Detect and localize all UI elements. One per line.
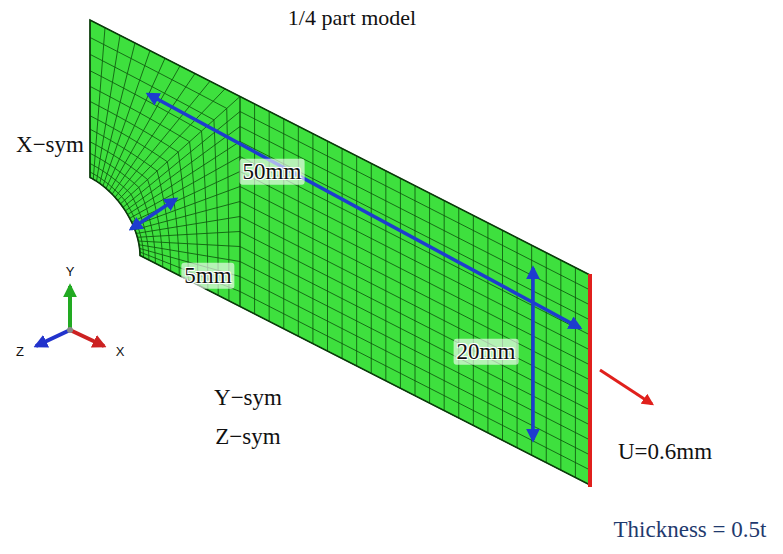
- symmetry-label: Y−sym: [214, 385, 282, 411]
- dimension-arrow: [131, 199, 176, 229]
- symmetry-label: Z−sym: [215, 424, 280, 450]
- dimension-arrow: [148, 94, 580, 328]
- load-label: U=0.6mm: [618, 439, 712, 465]
- load-edge: [588, 274, 592, 487]
- dimension-label: 50mm: [240, 159, 305, 185]
- displacement-arrow: [600, 370, 652, 404]
- axis-label: Y: [66, 265, 75, 280]
- axis-label: Z: [16, 345, 24, 360]
- axis-triad: [36, 286, 104, 346]
- mesh-plate: [90, 20, 590, 485]
- figure-title: 1/4 part model: [288, 5, 416, 30]
- symmetry-label: X−sym: [16, 132, 84, 158]
- dimension-label: 20mm: [454, 339, 519, 365]
- axis-label: X: [116, 345, 125, 360]
- thickness-note: Thickness = 0.5t: [614, 517, 767, 543]
- dimension-label: 5mm: [181, 263, 234, 289]
- dimension-arrow: [531, 268, 535, 440]
